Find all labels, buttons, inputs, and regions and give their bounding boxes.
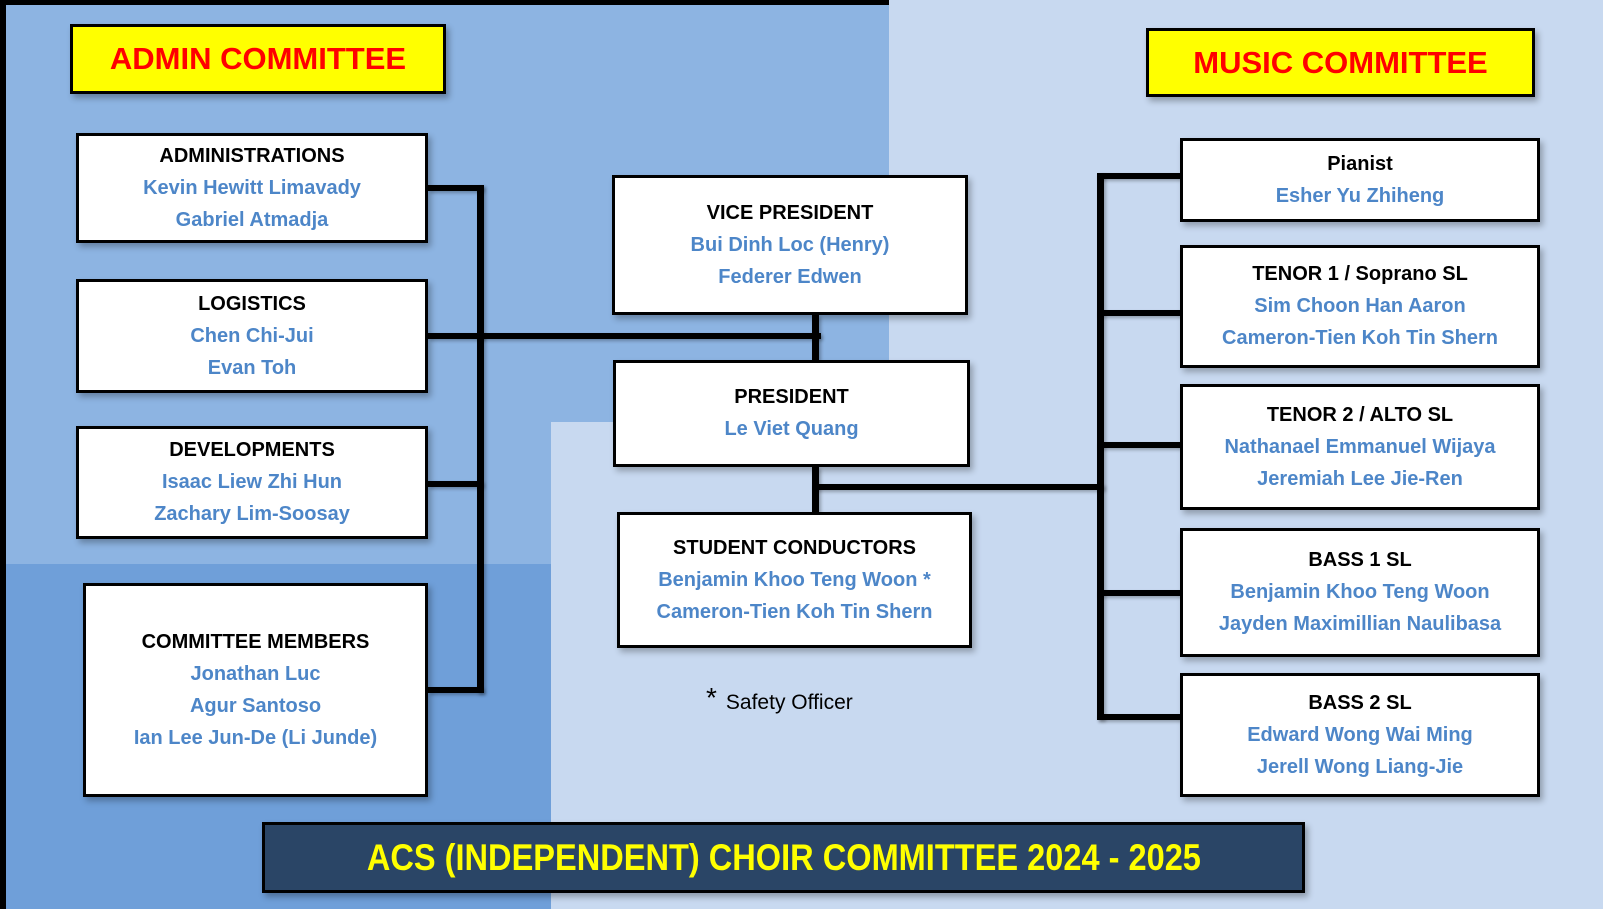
footnote-label: Safety Officer — [725, 691, 853, 714]
box-title: ADMINISTRATIONS — [159, 144, 345, 167]
box-member: Esher Yu Zhiheng — [1275, 184, 1445, 207]
box-member: Agur Santoso — [189, 694, 322, 717]
box-title: BASS 1 SL — [1308, 549, 1412, 571]
box-member: Sim Choon Han Aaron — [1254, 295, 1466, 317]
box-title: PRESIDENT — [734, 386, 849, 408]
connector-admin-to-president — [477, 333, 821, 339]
box-member: Evan Toh — [207, 356, 297, 379]
admin-committee-header-label: ADMIN COMMITTEE — [109, 41, 407, 76]
box-title: TENOR 1 / Soprano SL — [1252, 263, 1468, 285]
box-member: Jeremiah Lee Jie-Ren — [1257, 467, 1463, 490]
admin-box-administrations: ADMINISTRATIONS Kevin Hewitt Limavady Ga… — [76, 133, 428, 243]
connector-committee-members-stub — [428, 687, 483, 693]
connector-bass2-stub — [1097, 714, 1181, 720]
box-member: Chen Chi-Jui — [190, 324, 314, 347]
box-member: Jayden Maximillian Naulibasa — [1218, 613, 1502, 635]
box-title: COMMITTEE MEMBERS — [141, 630, 370, 653]
box-title: STUDENT CONDUCTORS — [673, 536, 916, 559]
connector-tenor1-stub — [1097, 310, 1181, 316]
box-title: LOGISTICS — [198, 292, 306, 315]
box-member: Ian Lee Jun-De (Li Junde) — [133, 726, 378, 749]
box-member: Cameron-Tien Koh Tin Shern — [656, 600, 933, 623]
music-committee-header: MUSIC COMMITTEE — [1146, 28, 1535, 97]
music-box-bass2: BASS 2 SL Edward Wong Wai Ming Jerell Wo… — [1180, 673, 1540, 797]
box-member: Benjamin Khoo Teng Woon * — [658, 568, 931, 591]
center-box-vice-president: VICE PRESIDENT Bui Dinh Loc (Henry) Fede… — [612, 175, 968, 315]
center-box-student-conductors: STUDENT CONDUCTORS Benjamin Khoo Teng Wo… — [617, 512, 972, 648]
connector-developments-stub — [428, 481, 483, 487]
title-banner-label: ACS (INDEPENDENT) CHOIR COMMITTEE 2024 -… — [366, 836, 1201, 878]
connector-pianist-stub — [1097, 173, 1181, 179]
connector-logistics-stub — [428, 333, 483, 339]
box-title: DEVELOPMENTS — [169, 439, 335, 461]
box-title: BASS 2 SL — [1308, 691, 1412, 714]
footnote-safety-officer: * Safety Officer — [706, 682, 853, 718]
box-title: TENOR 2 / ALTO SL — [1266, 403, 1454, 426]
music-box-tenor1: TENOR 1 / Soprano SL Sim Choon Han Aaron… — [1180, 245, 1540, 368]
connector-bass1-stub — [1097, 590, 1181, 596]
box-member: Jerell Wong Liang-Jie — [1256, 755, 1464, 778]
box-title: Pianist — [1327, 152, 1393, 175]
connector-vicepresident-president — [812, 315, 819, 360]
box-member: Gabriel Atmadja — [175, 208, 329, 231]
box-member: Kevin Hewitt Limavady — [143, 176, 361, 199]
connector-administrations-stub — [428, 185, 483, 191]
box-member: Jonathan Luc — [190, 662, 321, 685]
box-member: Bui Dinh Loc (Henry) — [690, 233, 890, 256]
music-box-pianist: Pianist Esher Yu Zhiheng — [1180, 138, 1540, 222]
title-banner: ACS (INDEPENDENT) CHOIR COMMITTEE 2024 -… — [262, 822, 1305, 893]
box-member: Federer Edwen — [718, 265, 862, 288]
music-committee-header-label: MUSIC COMMITTEE — [1193, 44, 1488, 80]
box-member: Zachary Lim-Soosay — [154, 503, 350, 525]
box-member: Le Viet Quang — [724, 418, 859, 440]
admin-box-developments: DEVELOPMENTS Isaac Liew Zhi Hun Zachary … — [76, 426, 428, 539]
music-box-tenor2: TENOR 2 / ALTO SL Nathanael Emmanuel Wij… — [1180, 384, 1540, 510]
connector-president-to-music — [812, 484, 1104, 490]
asterisk-symbol: * — [706, 682, 717, 713]
connector-admin-spine — [477, 185, 484, 693]
center-box-president: PRESIDENT Le Viet Quang — [613, 360, 970, 467]
page-edge-top — [0, 0, 889, 5]
connector-tenor2-stub — [1097, 442, 1181, 448]
box-member: Nathanael Emmanuel Wijaya — [1224, 435, 1496, 458]
admin-committee-header: ADMIN COMMITTEE — [70, 24, 446, 94]
box-title: VICE PRESIDENT — [706, 201, 874, 224]
box-member: Isaac Liew Zhi Hun — [161, 471, 343, 493]
music-box-bass1: BASS 1 SL Benjamin Khoo Teng Woon Jayden… — [1180, 528, 1540, 657]
admin-box-committee-members: COMMITTEE MEMBERS Jonathan Luc Agur Sant… — [83, 583, 428, 797]
box-member: Cameron-Tien Koh Tin Shern — [1222, 327, 1498, 349]
box-member: Benjamin Khoo Teng Woon — [1230, 581, 1490, 603]
box-member: Edward Wong Wai Ming — [1247, 723, 1473, 746]
admin-box-logistics: LOGISTICS Chen Chi-Jui Evan Toh — [76, 279, 428, 393]
page-edge-left — [0, 0, 6, 909]
